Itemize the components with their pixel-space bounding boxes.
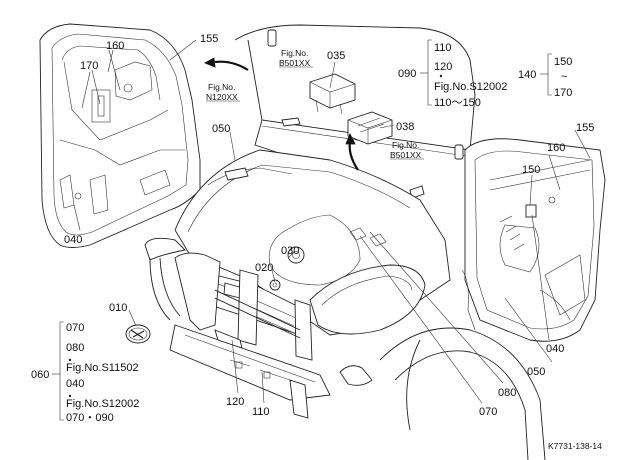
group-090-line-3: Fig.No.S12002 <box>434 81 507 93</box>
group-090-line-2: 120 <box>434 61 452 73</box>
fig-ref-b501a-bottom: B501XX <box>279 58 311 68</box>
group-090-id: 090 <box>398 68 416 80</box>
callout-050-left: 050 <box>212 123 230 135</box>
left-door <box>39 23 201 248</box>
callout-160-right: 160 <box>547 142 565 154</box>
fig-ref-n120-bottom: N120XX <box>206 92 238 102</box>
fig-ref-b501b-top: Fig.No. <box>392 140 419 150</box>
group-060-line-1: 070 <box>66 322 84 334</box>
callout-020: 020 <box>255 262 273 274</box>
callout-150-right: 150 <box>522 164 540 176</box>
part-038-block <box>347 111 393 145</box>
part-010-emblem <box>125 324 151 344</box>
bracket-060 <box>52 321 72 421</box>
drawing-code: K7731-138-14 <box>548 441 602 451</box>
fig-ref-b501b-bottom: B501XX <box>390 150 422 160</box>
bracket-140 <box>540 53 552 96</box>
fig-ref-n120-top: Fig.No. <box>208 82 235 92</box>
group-140-line-3: 170 <box>554 87 572 99</box>
group-140-id: 140 <box>518 69 536 81</box>
movement-arrows <box>204 57 359 171</box>
fig-ref-b501a-top: Fig.No. <box>281 48 308 58</box>
callout-038: 038 <box>396 121 414 133</box>
group-090-line-1: 110 <box>434 42 452 54</box>
callout-070-bottom: 070 <box>479 406 497 418</box>
callout-170-left: 170 <box>80 60 98 72</box>
callout-050-bottom: 050 <box>527 366 545 378</box>
front-wheel <box>339 327 546 460</box>
group-090-line-4: 110〜150 <box>434 97 481 109</box>
callout-030: 030 <box>281 245 299 257</box>
callout-040-left: 040 <box>64 234 82 246</box>
group-140-line-1: 150 <box>554 56 572 68</box>
group-060-id: 060 <box>31 369 49 381</box>
callout-155-left: 155 <box>200 33 218 45</box>
group-140-line-2: ~ <box>561 71 567 83</box>
right-door <box>461 138 606 342</box>
callout-110-bottom: 110 <box>252 406 270 418</box>
callout-040-right: 040 <box>546 343 564 355</box>
group-060-line-6: 070・090 <box>66 412 114 424</box>
bracket-090 <box>420 39 443 106</box>
callout-160-left: 160 <box>106 40 124 52</box>
callout-010: 010 <box>109 302 127 314</box>
part-035-block <box>309 73 356 115</box>
callout-120-bottom: 120 <box>226 396 244 408</box>
group-060-line-5: Fig.No.S12002 <box>66 398 139 410</box>
front-guard <box>144 237 331 419</box>
callout-155-right: 155 <box>576 122 594 134</box>
callout-035: 035 <box>327 50 345 62</box>
group-060-line-2: 080 <box>66 342 84 354</box>
leader-lines <box>73 39 591 404</box>
callout-080-bottom: 080 <box>498 387 516 399</box>
group-060-line-4: 040 <box>66 378 84 390</box>
cab-frame <box>234 24 476 199</box>
group-060-line-3: Fig.No.S11502 <box>66 362 139 374</box>
